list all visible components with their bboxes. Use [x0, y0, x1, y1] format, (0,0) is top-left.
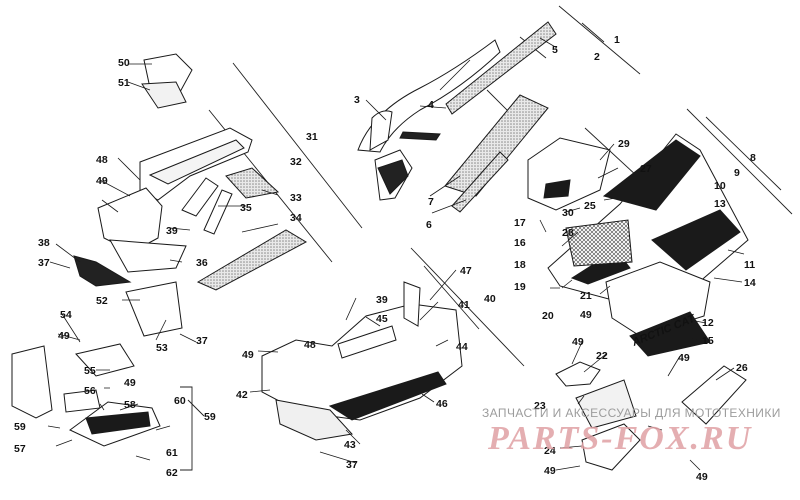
callout-49a: 49: [96, 175, 108, 187]
callout-56: 56: [84, 385, 96, 397]
callout-60: 60: [174, 395, 186, 407]
callout-3: 3: [354, 94, 360, 106]
callout-17: 17: [514, 217, 526, 229]
callout-26: 26: [736, 362, 748, 374]
callout-31: 31: [306, 131, 318, 143]
callout-29: 29: [618, 138, 630, 150]
callout-24: 24: [544, 445, 556, 457]
callout-5: 5: [552, 44, 558, 56]
callout-49c: 49: [124, 377, 136, 389]
callout-43: 43: [344, 439, 356, 451]
callout-57: 57: [14, 443, 26, 455]
callout-8: 8: [750, 152, 756, 164]
callout-45: 45: [376, 313, 388, 325]
callout-14: 14: [744, 277, 756, 289]
callout-37c: 37: [346, 459, 358, 471]
callout-21: 21: [580, 290, 592, 302]
left-upper-dash: [73, 53, 308, 337]
callout-9: 9: [734, 167, 740, 179]
callout-20: 20: [542, 310, 554, 322]
callout-25: 25: [584, 200, 596, 212]
callout-48a: 48: [96, 154, 108, 166]
callout-12: 12: [702, 317, 714, 329]
nose-pan: [261, 281, 463, 441]
callout-44: 44: [456, 341, 468, 353]
callout-58: 58: [124, 399, 136, 411]
right-side-panel: [527, 133, 749, 357]
callout-42: 42: [236, 389, 248, 401]
callout-36: 36: [196, 257, 208, 269]
callout-40: 40: [484, 293, 496, 305]
callout-38: 38: [38, 237, 50, 249]
callout-49d: 49: [242, 349, 254, 361]
hood-assembly: [357, 21, 557, 213]
callout-54: 54: [60, 309, 72, 321]
lower-left-parts: [11, 343, 161, 447]
callout-49f: 49: [572, 336, 584, 348]
callout-59a: 59: [14, 421, 26, 433]
callout-11: 11: [744, 259, 755, 271]
leader-lines: [47, 37, 745, 471]
callout-41: 41: [458, 299, 470, 311]
callout-28: 28: [562, 227, 574, 239]
callout-48b: 48: [304, 339, 316, 351]
callout-33: 33: [290, 192, 302, 204]
callout-39b: 39: [376, 294, 388, 306]
callout-61: 61: [166, 447, 178, 459]
callout-53: 53: [156, 342, 168, 354]
callout-55: 55: [84, 365, 96, 377]
callout-1: 1: [614, 34, 620, 46]
callout-49i: 49: [696, 471, 708, 483]
callout-49h: 49: [544, 465, 556, 477]
callout-49g: 49: [678, 352, 690, 364]
callout-59b: 59: [204, 411, 216, 423]
callout-2: 2: [594, 51, 600, 63]
callout-50: 50: [118, 57, 130, 69]
callout-62: 62: [166, 467, 178, 479]
callout-49b: 49: [58, 330, 70, 342]
callout-13: 13: [714, 198, 726, 210]
callout-52: 52: [96, 295, 108, 307]
callout-10: 10: [714, 180, 726, 192]
lower-right-brackets: [555, 361, 747, 471]
callout-46: 46: [436, 398, 448, 410]
callout-23: 23: [534, 400, 546, 412]
callout-7: 7: [428, 196, 434, 208]
callout-32: 32: [290, 156, 302, 168]
callout-18: 18: [514, 259, 526, 271]
callout-27: 27: [640, 163, 652, 175]
callout-37b: 37: [196, 335, 208, 347]
callout-35: 35: [240, 202, 252, 214]
callout-34: 34: [290, 212, 302, 224]
callout-6: 6: [426, 219, 432, 231]
callout-47: 47: [460, 265, 472, 277]
callout-19: 19: [514, 281, 526, 293]
callout-30: 30: [562, 207, 574, 219]
callout-51: 51: [118, 77, 130, 89]
callout-numbers: 1 2 3 4 5 6 7 8 9 10 11 12 13 14 15 16 1…: [14, 34, 756, 483]
callout-37a: 37: [38, 257, 50, 269]
callout-39a: 39: [166, 225, 178, 237]
callout-4: 4: [428, 99, 434, 111]
callout-22: 22: [596, 350, 608, 362]
callout-16: 16: [514, 237, 526, 249]
callout-49e: 49: [580, 309, 592, 321]
callout-15: 15: [702, 335, 714, 347]
